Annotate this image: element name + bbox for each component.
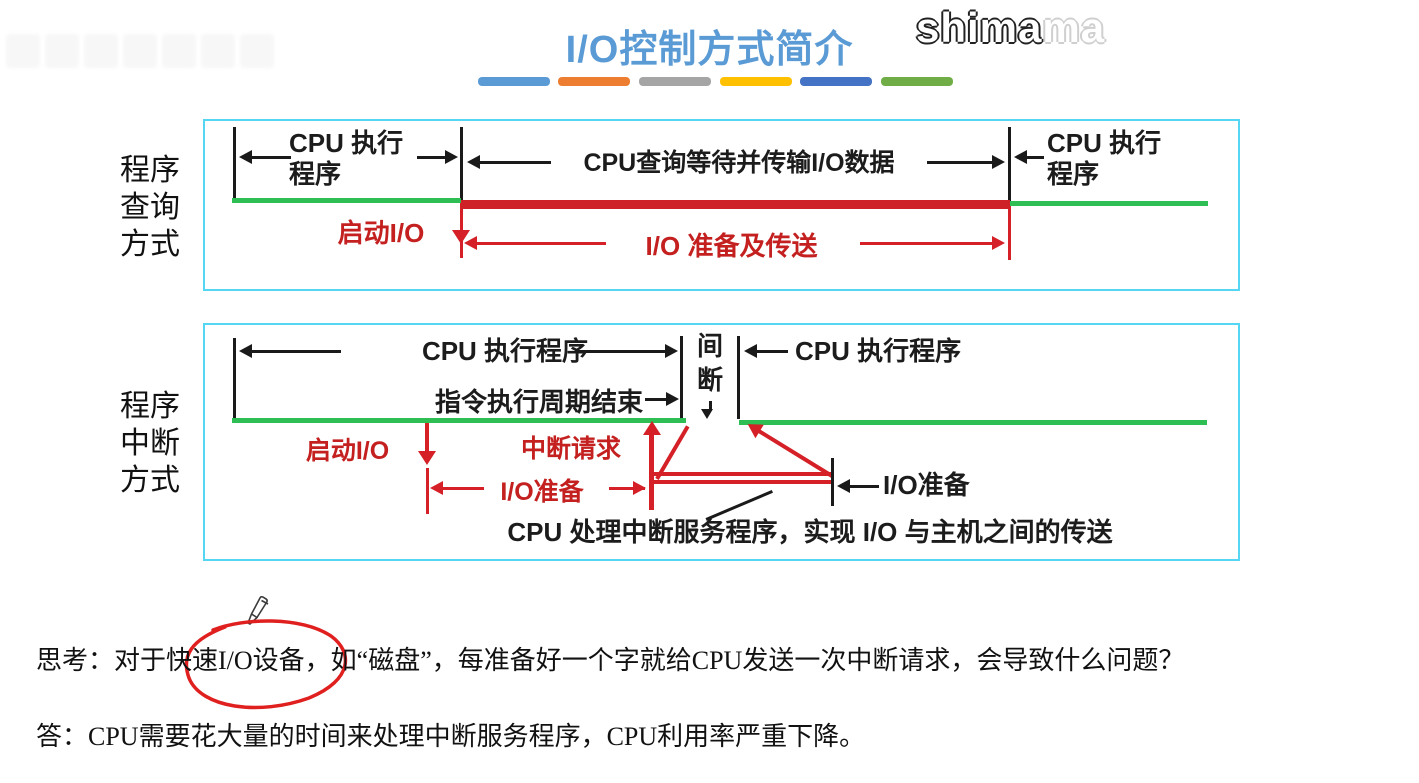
corner-watermark [6,30,296,74]
d2-start-io-arrowhead-icon [418,451,436,465]
d2-diagonal-long-arrow [756,428,834,478]
d1-divider-2-red [1008,202,1011,260]
d2-io-span-shaft-l [442,486,484,490]
d1-io-prepare-transfer-label: I/O 准备及传送 [645,231,818,261]
d2-io-span-arrowhead-right-icon [633,481,646,495]
d2-io-left-tick-red [426,468,429,514]
d1-cpu-exec-right-label: CPU 执行 程序 [1047,128,1162,189]
question-text: 思考：对于快速I/O设备，如“磁盘”，每准备好一个字就给CPU发送一次中断请求，… [36,646,1185,675]
d2-top-shaft-l [251,349,341,353]
title-dash-1 [478,77,550,86]
d2-right-shaft [756,349,788,353]
d2-green-line-right [739,420,1207,425]
d2-right-arrowhead-icon [744,344,757,358]
watermark-dark: shima [916,4,1043,51]
d2-top-arrowhead-right-icon [665,344,678,358]
d2-gap-arrowhead-icon [701,409,713,419]
d2-io-right-shaft [849,484,879,488]
red-circle-annotation [184,619,348,710]
title-dash-4 [720,77,792,86]
d1-query-shaft-r [927,160,993,164]
title-dash-2 [558,77,630,86]
d2-cpu-exec-left-label: CPU 执行程序 [421,336,589,366]
d1-io-span-shaft-l [476,241,606,245]
answer-text: 答：CPU需要花大量的时间来处理中断服务程序，CPU利用率严重下降。 [36,722,866,751]
d1-io-span-shaft-r [860,241,993,245]
d1-right-shaft [1026,155,1044,159]
d1-divider-2-black [1008,127,1011,202]
d2-divider-a [680,336,683,419]
d1-query-shaft-l [479,160,551,164]
watermark: shimama [916,4,1105,52]
d2-double-line-top [654,472,834,476]
watermark-light: ma [1042,4,1106,51]
d1-query-arrowhead-right-icon [992,155,1005,169]
d1-cpu-query-label: CPU查询等待并传输I/O数据 [583,149,895,177]
d2-start-io-shaft [425,423,429,453]
d2-start-io-label: 启动I/O [305,437,390,465]
d2-io-right-tick [831,458,834,506]
d1-query-arrowhead-left-icon [467,155,480,169]
d2-leader-line [705,489,773,521]
d2-io-prepare-label: I/O准备 [500,478,584,506]
page-title: I/O控制方式简介 [565,29,854,71]
d2-top-shaft-r [575,349,667,353]
d2-green-line-left [232,418,686,423]
title-dash-3 [639,77,711,86]
d1-arrowhead-left-icon [239,150,252,164]
d2-interrupt-arrowhead-icon [643,421,661,435]
d1-dim1-shaft-l [251,155,291,159]
d2-io-right-arrowhead-icon [837,479,850,493]
pencil-icon [247,595,269,625]
d2-gap-label: 间断 [696,331,723,395]
d1-io-span-arrowhead-right-icon [992,236,1005,250]
d2-top-arrowhead-left-icon [239,344,252,358]
d1-red-band [461,200,1010,209]
d2-left-tick [233,338,236,418]
d2-double-line-bottom [652,480,834,484]
d1-green-line-right [1010,201,1208,206]
title-dash-5 [800,77,872,86]
d1-arrowhead-right-icon [445,150,458,164]
d1-cpu-exec-left-label: CPU 执行 程序 [289,128,404,189]
d2-interrupt-request-label: 中断请求 [521,435,622,463]
d1-right-arrowhead-icon [1014,150,1027,164]
d1-dim1-shaft-r [417,155,448,159]
d2-io-span-shaft-r [609,486,645,490]
polling-side-label: 程序查询方式 [120,154,180,261]
d2-bottom-note: CPU 处理中断服务程序，实现 I/O 与主机之间的传送 [507,517,1113,547]
polling-diagram-box: CPU 执行 程序 CPU查询等待并传输I/O数据 CPU 执行 程序 启动I/… [203,119,1240,291]
d2-instr-arrowhead-icon [666,392,679,406]
d2-instruction-cycle-end-label: 指令执行周期结束 [434,387,643,417]
interrupt-diagram-box: CPU 执行程序 指令执行周期结束 间断 CPU 执行程序 启动I/O 中断请求 [203,323,1240,561]
d2-interrupt-shaft [649,434,654,510]
interrupt-side-label: 程序中断方式 [120,390,180,497]
d2-gap-arrow-shaft [709,401,712,411]
d2-divider-b [737,336,740,419]
title-dash-6 [881,77,953,86]
d2-io-prepare-right-label: I/O准备 [883,470,970,500]
d1-left-tick [233,127,236,202]
d2-instr-shaft [645,397,668,401]
d2-cpu-exec-right-label: CPU 执行程序 [795,336,962,366]
d1-divider-1-black [460,127,463,202]
d1-start-io-label: 启动I/O [337,218,425,248]
d1-green-line-left [232,198,461,203]
d1-io-span-arrowhead-left-icon [464,236,477,250]
d2-io-span-arrowhead-left-icon [430,481,443,495]
